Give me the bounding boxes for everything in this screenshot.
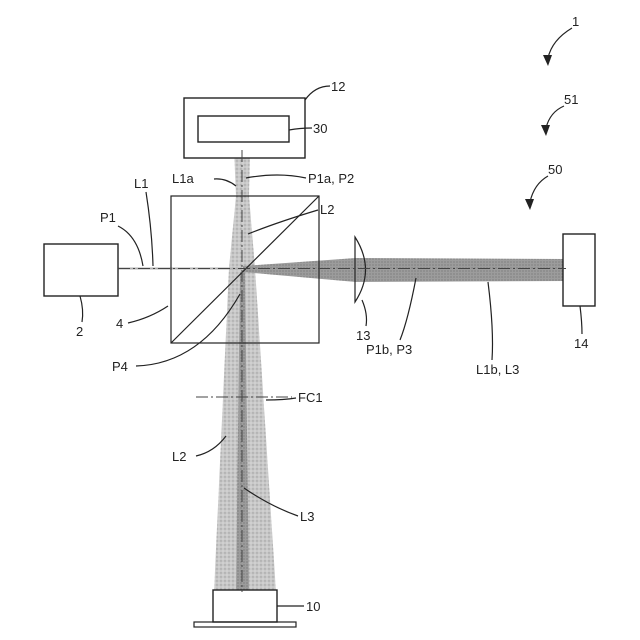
label-l1: L1 — [134, 176, 148, 191]
arrow-1-head — [543, 55, 552, 66]
label-13: 13 — [356, 328, 370, 343]
leader-p1a — [246, 175, 306, 178]
label-10: 10 — [306, 599, 320, 614]
arrow-51-head — [541, 125, 550, 136]
leader-p1 — [118, 226, 143, 266]
label-51: 51 — [564, 92, 578, 107]
arrow-51 — [546, 106, 564, 128]
leader-l1 — [146, 192, 153, 266]
label-p1: P1 — [100, 210, 116, 225]
leader-12 — [305, 86, 330, 100]
label-l2-bottom: L2 — [172, 449, 186, 464]
component-10-box — [213, 590, 277, 622]
label-l3: L3 — [300, 509, 314, 524]
arrow-1 — [548, 28, 572, 58]
component-14-box — [563, 234, 595, 306]
label-14: 14 — [574, 336, 588, 351]
label-p4: P4 — [112, 359, 128, 374]
leader-p4 — [136, 294, 240, 366]
leader-l2-top — [248, 210, 318, 234]
component-30-box — [198, 116, 289, 142]
leader-l1a — [214, 179, 236, 186]
label-p1b-p3: P1b, P3 — [366, 342, 412, 357]
beam-l1b — [243, 258, 566, 282]
label-l1b-l3: L1b, L3 — [476, 362, 519, 377]
arrow-50 — [530, 176, 548, 202]
leader-p1b — [400, 278, 416, 340]
label-12: 12 — [331, 79, 345, 94]
leader-14 — [580, 306, 582, 334]
light-source-2 — [44, 244, 118, 296]
label-l1a: L1a — [172, 171, 194, 186]
label-2: 2 — [76, 324, 83, 339]
leader-fc1 — [266, 398, 296, 400]
component-10-base — [194, 622, 296, 627]
label-1: 1 — [572, 14, 579, 29]
arrow-50-head — [525, 199, 534, 210]
label-30: 30 — [313, 121, 327, 136]
label-p1a-p2: P1a, P2 — [308, 171, 354, 186]
leader-2 — [80, 296, 83, 322]
leader-l1b — [488, 282, 493, 360]
label-50: 50 — [548, 162, 562, 177]
label-4: 4 — [116, 316, 123, 331]
label-l2-top: L2 — [320, 202, 334, 217]
leader-4 — [128, 306, 168, 323]
label-fc1: FC1 — [298, 390, 323, 405]
leader-13 — [362, 300, 367, 326]
